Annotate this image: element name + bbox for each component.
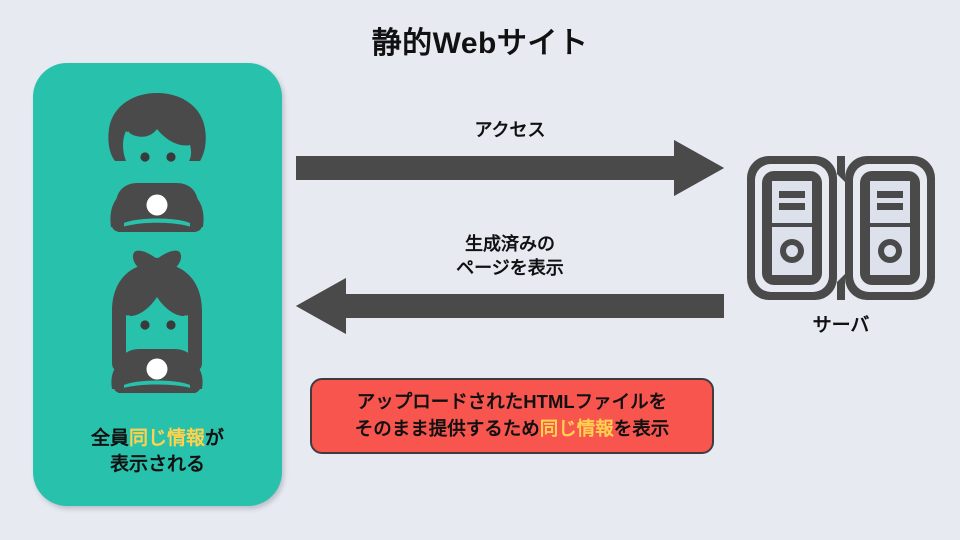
client-group-caption: 全員同じ情報が 表示される [33, 426, 282, 477]
arrow-response-label-line1: 生成済みの [465, 234, 555, 254]
callout-line2-suffix: を表示 [613, 418, 670, 439]
client-caption-line1: 全員同じ情報が [33, 426, 282, 452]
callout-text: アップロードされたHTMLファイルを そのまま提供するため同じ情報を表示 [355, 389, 670, 443]
callout-line1: アップロードされたHTMLファイルを [356, 391, 668, 413]
person-male-icon [82, 85, 232, 235]
callout-line2-prefix: そのまま提供するため [354, 418, 540, 439]
client-caption-line1-highlight: 同じ情報 [128, 428, 205, 449]
server-towers-icon [745, 152, 937, 304]
arrow-response-label: 生成済みの ページを表示 [360, 232, 660, 281]
client-caption-line1-suffix: が [205, 428, 225, 449]
callout-line2: そのまま提供するため同じ情報を表示 [355, 416, 670, 443]
arrow-response-label-line2: ページを表示 [456, 258, 564, 279]
client-group-panel: 全員同じ情報が 表示される [33, 63, 282, 506]
client-caption-line2: 表示される [109, 453, 205, 475]
arrow-access-label: アクセス [360, 118, 660, 142]
arrow-response [296, 278, 724, 338]
person-female-icon [82, 245, 232, 395]
client-caption-line1-prefix: 全員 [90, 428, 129, 449]
server-caption: サーバ [812, 315, 870, 336]
arrow-access-label-line1: アクセス [474, 120, 546, 140]
page-title: 静的Webサイト [371, 27, 589, 60]
callout-line2-highlight: 同じ情報 [539, 418, 614, 439]
callout-box: アップロードされたHTMLファイルを そのまま提供するため同じ情報を表示 [310, 378, 714, 454]
arrow-access [296, 140, 724, 200]
